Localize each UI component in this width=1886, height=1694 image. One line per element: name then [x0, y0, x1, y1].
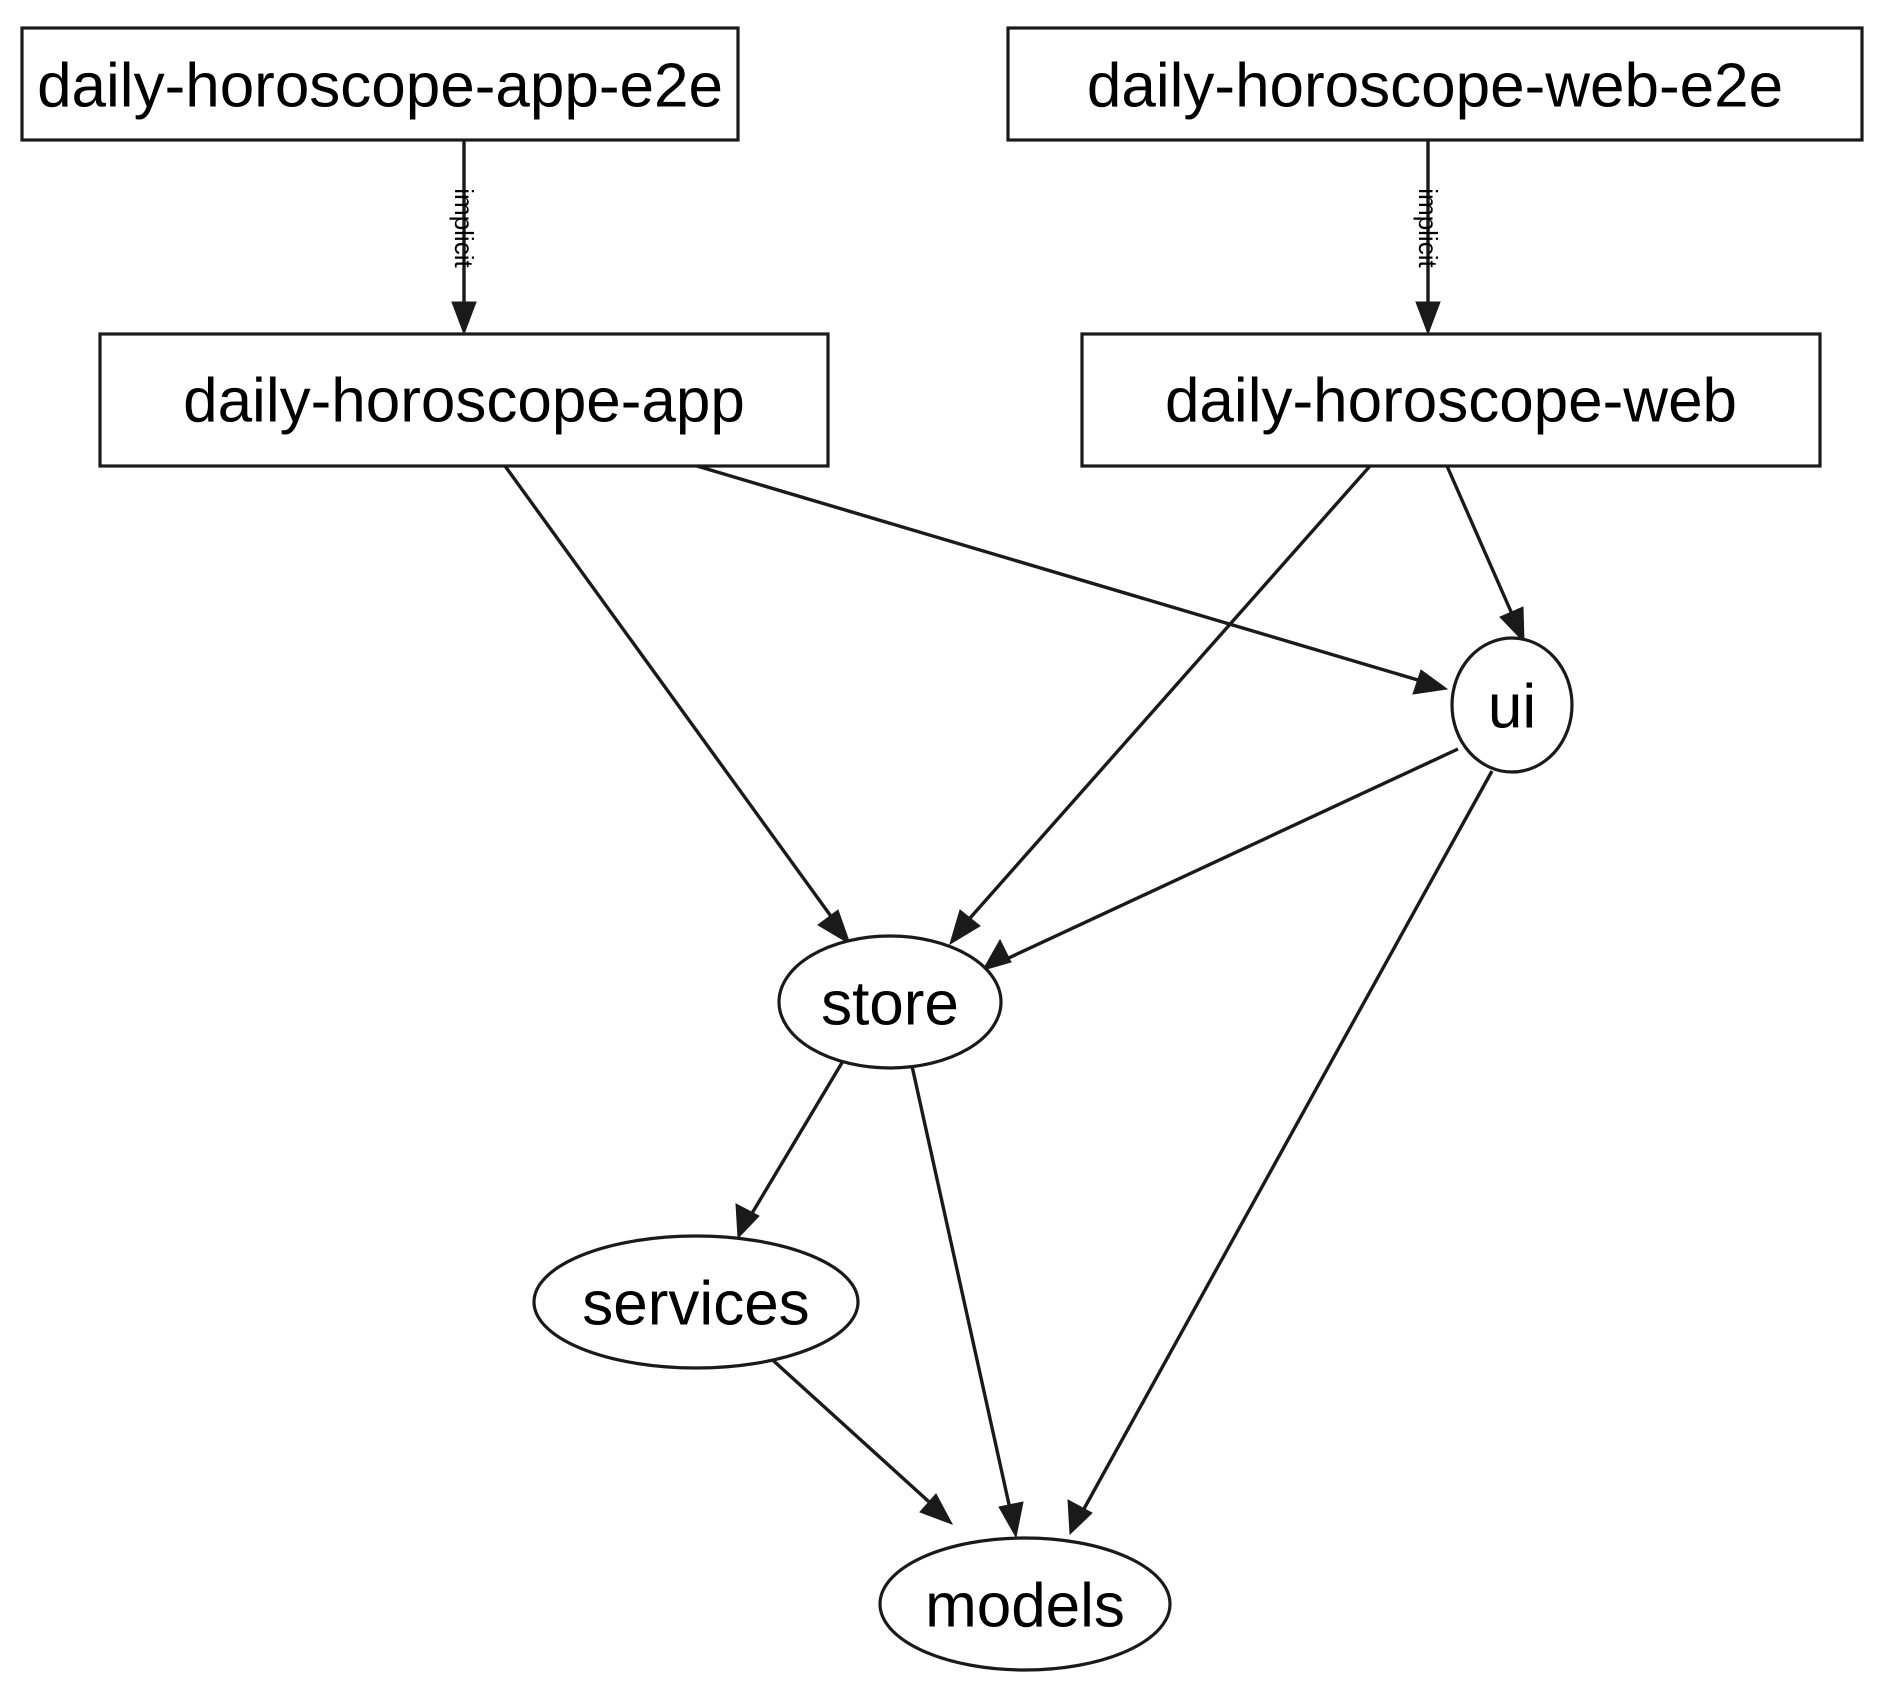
- edge-label-implicit-web: implicit: [1413, 188, 1443, 268]
- arrowhead: [735, 1203, 760, 1240]
- arrowhead: [919, 1493, 954, 1525]
- node-services[interactable]: services: [532, 1234, 860, 1370]
- node-daily-horoscope-app[interactable]: daily-horoscope-app: [98, 332, 830, 468]
- node-shape-ellipse: [878, 1536, 1172, 1672]
- arrowhead: [817, 909, 851, 946]
- node-label-services: services: [582, 1270, 809, 1339]
- arrowhead: [949, 909, 981, 946]
- edge-line: [961, 464, 1372, 928]
- edge-app-to-ui[interactable]: [696, 464, 1449, 695]
- edge-line: [764, 1352, 940, 1512]
- edge-line: [1445, 465, 1518, 624]
- edge-store-to-models[interactable]: [910, 1065, 1024, 1539]
- edge-ui-to-store[interactable]: [981, 747, 1459, 971]
- node-daily-horoscope-web[interactable]: daily-horoscope-web: [1080, 332, 1822, 468]
- edge-line: [696, 464, 1429, 685]
- edge-services-to-models[interactable]: [764, 1352, 954, 1525]
- node-shape-rect: [20, 26, 740, 142]
- arrowhead: [1499, 606, 1525, 644]
- edge-line: [746, 1055, 848, 1221]
- arrowhead: [981, 938, 1012, 971]
- arrowhead: [1415, 301, 1441, 336]
- edge-ui-to-models[interactable]: [1067, 770, 1494, 1536]
- node-store[interactable]: store: [777, 934, 1003, 1070]
- node-daily-horoscope-web-e2e[interactable]: daily-horoscope-web-e2e: [1006, 26, 1864, 142]
- node-label-models: models: [925, 1572, 1125, 1641]
- arrowhead: [1412, 669, 1449, 695]
- arrowhead: [451, 301, 477, 336]
- node-daily-horoscope-app-e2e[interactable]: daily-horoscope-app-e2e: [20, 26, 740, 142]
- edge-line: [1078, 770, 1494, 1517]
- edge-line: [910, 1065, 1014, 1519]
- node-models[interactable]: models: [878, 1536, 1172, 1672]
- node-label-daily-horoscope-web: daily-horoscope-web: [1165, 367, 1737, 436]
- edge-web-to-ui[interactable]: [1445, 465, 1525, 644]
- node-shape-ellipse: [777, 934, 1003, 1070]
- edge-label-implicit-app: implicit: [449, 188, 479, 268]
- arrowhead: [998, 1501, 1024, 1539]
- node-shape-rect: [1080, 332, 1822, 468]
- node-shape-rect: [1006, 26, 1864, 142]
- edge-line: [999, 747, 1459, 964]
- node-label-store: store: [821, 970, 959, 1039]
- node-label-daily-horoscope-web-e2e: daily-horoscope-web-e2e: [1087, 52, 1783, 121]
- edge-app-to-store[interactable]: [503, 465, 851, 946]
- edge-web-to-store[interactable]: [949, 464, 1372, 946]
- edge-app-e2e-to-app[interactable]: implicit: [449, 140, 479, 336]
- edge-web-e2e-to-web[interactable]: implicit: [1413, 140, 1443, 336]
- edge-line: [503, 465, 840, 927]
- node-ui[interactable]: ui: [1450, 636, 1574, 774]
- node-shape-ellipse: [1450, 636, 1574, 774]
- node-label-ui: ui: [1488, 673, 1536, 742]
- edge-store-to-services[interactable]: [735, 1055, 848, 1240]
- node-label-daily-horoscope-app: daily-horoscope-app: [183, 367, 745, 436]
- arrowhead: [1067, 1499, 1093, 1536]
- node-shape-ellipse: [532, 1234, 860, 1370]
- node-shape-rect: [98, 332, 830, 468]
- node-label-daily-horoscope-app-e2e: daily-horoscope-app-e2e: [37, 52, 723, 121]
